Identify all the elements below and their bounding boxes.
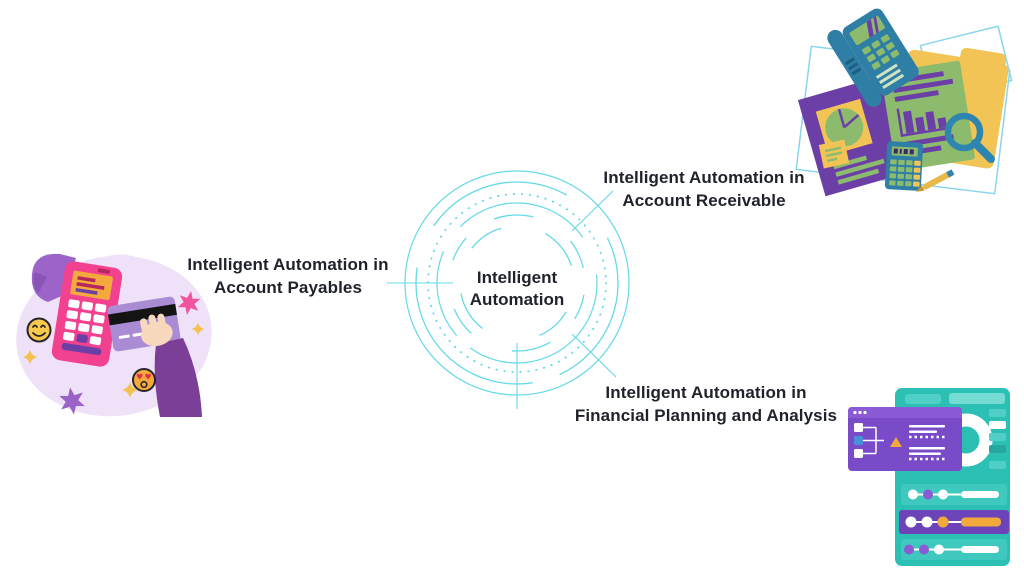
purple-star-icon — [59, 387, 85, 415]
desk-phone — [827, 8, 919, 108]
dashboard-illustration — [848, 388, 1010, 566]
pos-terminal — [51, 261, 123, 367]
magnifier-icon — [944, 112, 995, 163]
sticky-note — [818, 139, 850, 169]
side-stat-bars — [989, 409, 1006, 469]
payment-illustration: ♥ ♥ — [16, 253, 212, 417]
node-label-account-receivable: Intelligent Automation in Account Receiv… — [579, 166, 829, 212]
center-label: Intelligent Automation — [447, 267, 587, 311]
ring-dash-5 — [448, 214, 586, 352]
window-text-lines — [909, 425, 947, 461]
center-label-line1: Intelligent — [476, 268, 558, 287]
node-label-line2: Account Payables — [213, 278, 363, 297]
pen-icon — [915, 169, 955, 192]
calculator-icon — [884, 141, 924, 191]
accounting-documents-illustration — [795, 8, 1013, 197]
sparkle-icon — [22, 349, 38, 365]
node-label-account-payables: Intelligent Automation in Account Payabl… — [168, 253, 408, 299]
receipt-fold — [33, 272, 47, 294]
triangle-icon — [890, 437, 902, 447]
phone-keypad — [862, 34, 900, 70]
connector-bottom-right — [571, 333, 617, 378]
hand — [140, 313, 173, 347]
bar-chart-icon — [896, 108, 947, 137]
svg-text:♥: ♥ — [136, 373, 143, 382]
sparkle-icon — [191, 322, 205, 336]
svg-text:♥: ♥ — [145, 373, 152, 382]
timeline-row-2 — [899, 510, 1009, 534]
center-rings-diagram — [387, 170, 630, 409]
ring-dash-6 — [459, 225, 575, 341]
node-label-financial-planning: Intelligent Automation in Financial Plan… — [556, 381, 856, 427]
terminal-keypad — [62, 299, 107, 346]
card-magstripe — [108, 303, 177, 326]
timeline-row-1 — [901, 484, 1007, 505]
node-label-line1: Intelligent Automation in — [605, 383, 807, 402]
node-label-line1: Intelligent Automation in — [187, 255, 389, 274]
header-bar — [905, 394, 941, 404]
node-label-line2: Account Receivable — [622, 191, 786, 210]
flowchart-icon — [854, 423, 902, 458]
smiley-icon — [26, 317, 52, 343]
center-label-line2: Automation — [469, 290, 565, 309]
window-dots-icon — [853, 410, 867, 415]
hand-sleeve — [154, 338, 202, 417]
node-label-line2: Financial Planning and Analysis — [574, 406, 838, 425]
connector-top-right — [571, 190, 614, 232]
ring-arc-4 — [436, 202, 598, 364]
header-bar — [949, 393, 1005, 404]
sparkle-icon — [122, 382, 138, 398]
pink-star-icon — [177, 291, 201, 315]
flowchart-window — [848, 407, 962, 471]
heart-eyes-emoji-icon: ♥ ♥ — [132, 368, 156, 392]
timeline-row-3 — [901, 539, 1007, 560]
node-label-line1: Intelligent Automation in — [603, 168, 805, 187]
ring-arc-2 — [415, 181, 619, 385]
